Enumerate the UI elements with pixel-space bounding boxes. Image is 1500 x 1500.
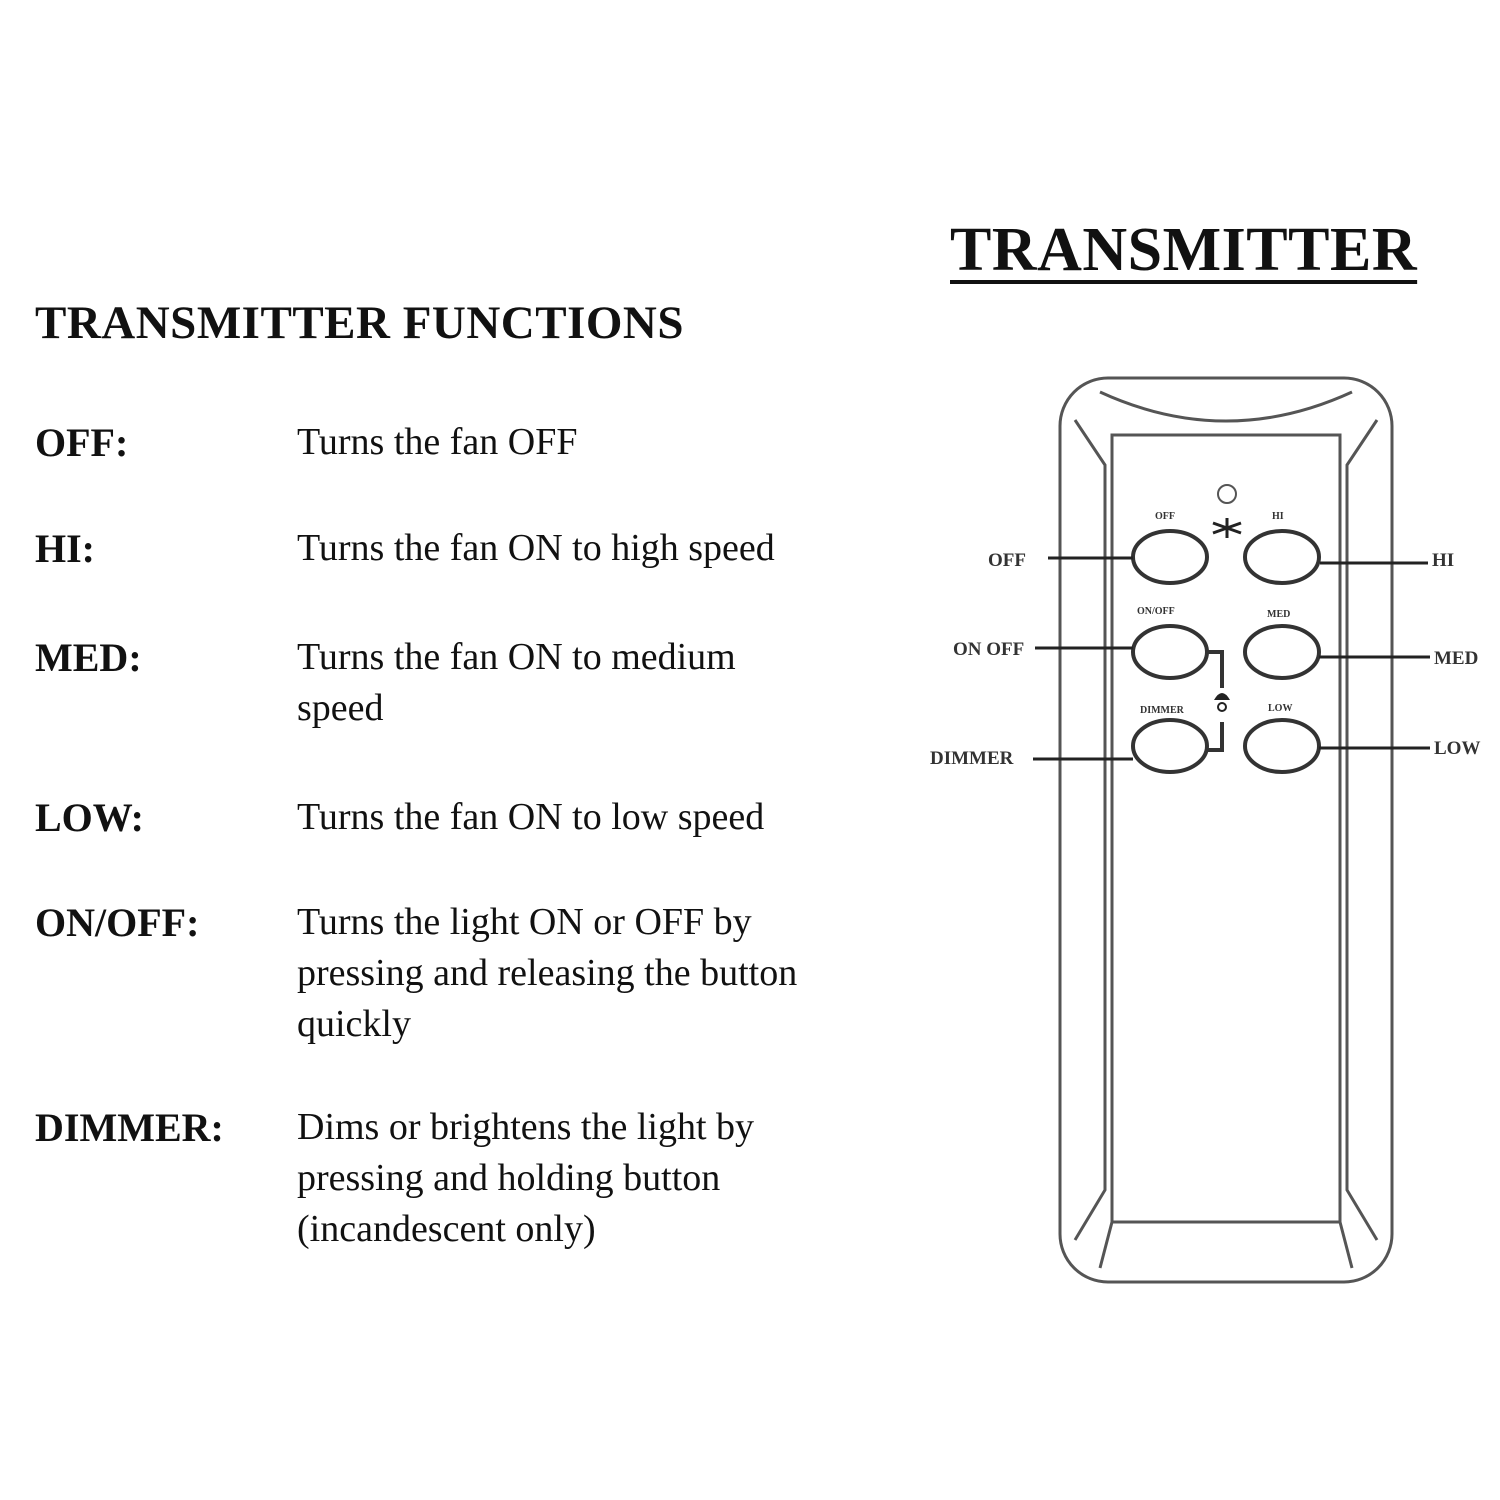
on-off-button[interactable] xyxy=(1131,624,1209,680)
button-label-on-off: ON/OFF xyxy=(1137,606,1175,617)
callout-dimmer: DIMMER xyxy=(930,748,1014,769)
low-button[interactable] xyxy=(1243,718,1321,774)
callout-on-off: ON OFF xyxy=(953,639,1024,660)
callout-hi: HI xyxy=(1432,550,1454,571)
function-description: Turns the fan OFF xyxy=(297,421,578,463)
remote-bevel xyxy=(1073,419,1379,1269)
off-button[interactable] xyxy=(1131,529,1209,585)
callout-off: OFF xyxy=(988,550,1026,571)
dimmer-button[interactable] xyxy=(1131,718,1209,774)
function-description: Turns the light ON or OFF by pressing an… xyxy=(297,901,798,1045)
light-bracket xyxy=(1207,650,1224,752)
function-label: HI: xyxy=(35,526,95,571)
function-label: MED: xyxy=(35,635,142,680)
med-button[interactable] xyxy=(1243,624,1321,680)
light-icon xyxy=(1214,693,1230,700)
function-label: ON/OFF: xyxy=(35,900,200,945)
callout-lines xyxy=(1033,556,1430,761)
button-label-low: LOW xyxy=(1268,703,1292,714)
fan-icon xyxy=(1212,518,1242,538)
functions-heading: TRANSMITTER FUNCTIONS xyxy=(35,297,685,349)
function-description: Turns the fan ON to low speed xyxy=(297,796,765,838)
diagram-title: TRANSMITTER xyxy=(950,216,1418,284)
remote-body xyxy=(1058,376,1394,1284)
function-label: OFF: xyxy=(35,420,129,465)
button-label-dimmer: DIMMER xyxy=(1140,705,1185,716)
callout-med: MED xyxy=(1434,648,1478,669)
led-indicator xyxy=(1217,484,1237,504)
remote-panel xyxy=(1110,433,1342,1224)
function-description: Dims or brightens the light by pressing … xyxy=(297,1106,755,1250)
button-label-med: MED xyxy=(1267,609,1290,620)
button-label-off: OFF xyxy=(1155,511,1175,522)
function-label: DIMMER: xyxy=(35,1105,224,1150)
callout-low: LOW xyxy=(1434,738,1480,759)
function-description: Turns the fan ON to high speed xyxy=(297,527,775,569)
hi-button[interactable] xyxy=(1243,529,1321,585)
remote-top-curve xyxy=(1099,390,1353,423)
function-label: LOW: xyxy=(35,795,144,840)
button-label-hi: HI xyxy=(1272,511,1284,522)
function-description: Turns the fan ON to medium speed xyxy=(297,636,736,729)
